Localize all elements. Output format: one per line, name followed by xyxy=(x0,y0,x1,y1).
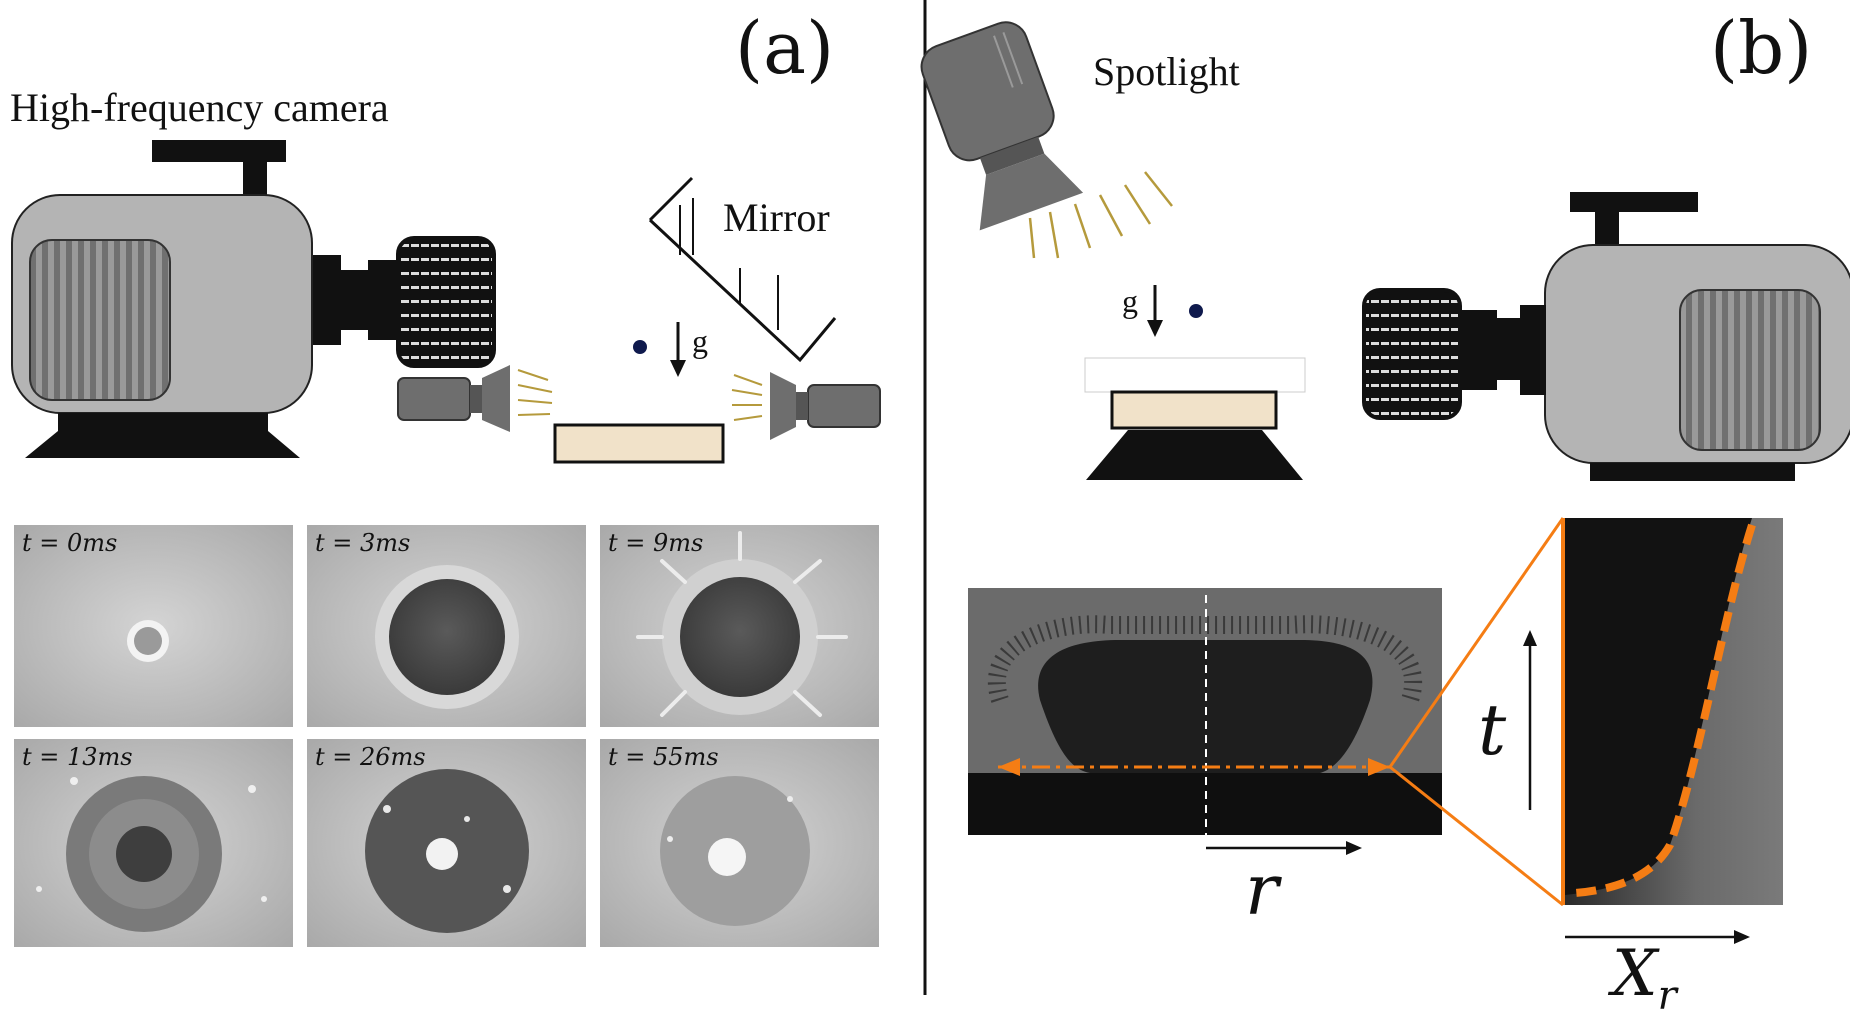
frame-13ms xyxy=(14,739,293,947)
frame-label-0: t = 0ms xyxy=(22,529,118,557)
high-frequency-camera-b xyxy=(1362,192,1850,481)
droplet-a xyxy=(633,340,647,354)
camera-label: High-frequency camera xyxy=(10,85,389,130)
space-time-diagram xyxy=(1565,518,1783,905)
side-view-image xyxy=(968,588,1442,870)
panel-a-label: (a) xyxy=(735,6,835,90)
connector-top xyxy=(1388,517,1565,768)
frame-55ms xyxy=(600,739,879,947)
spotlight xyxy=(920,21,1084,231)
droplet-b xyxy=(1189,304,1203,318)
r-label: r xyxy=(1245,849,1279,931)
t-label: t xyxy=(1478,689,1507,771)
gravity-label-b: g xyxy=(1122,283,1138,319)
frame-3ms xyxy=(307,525,586,727)
frame-9ms xyxy=(600,525,879,727)
light-right-a xyxy=(731,372,881,440)
spotlight-label: Spotlight xyxy=(1093,49,1240,94)
sand-stage-b xyxy=(1084,357,1306,480)
frame-26ms xyxy=(307,739,586,947)
high-frequency-camera-a xyxy=(11,140,496,458)
gravity-label-a: g xyxy=(692,323,708,359)
frame-0ms xyxy=(14,525,293,727)
frame-label-2: t = 9ms xyxy=(608,529,704,557)
frame-label-5: t = 55ms xyxy=(608,743,719,771)
mirror-label: Mirror xyxy=(723,195,830,240)
panel-b-label: (b) xyxy=(1710,6,1813,90)
frame-label-4: t = 26ms xyxy=(315,743,426,771)
frame-images xyxy=(14,525,879,947)
sand-bed-a xyxy=(553,423,725,464)
connector-bottom xyxy=(1389,765,1564,907)
frame-label-1: t = 3ms xyxy=(315,529,411,557)
mirror xyxy=(648,176,837,363)
xr-label: Xr xyxy=(1612,937,1677,1019)
spotlight-rays xyxy=(1028,171,1173,259)
light-left-a xyxy=(397,365,553,432)
frame-label-3: t = 13ms xyxy=(22,743,133,771)
